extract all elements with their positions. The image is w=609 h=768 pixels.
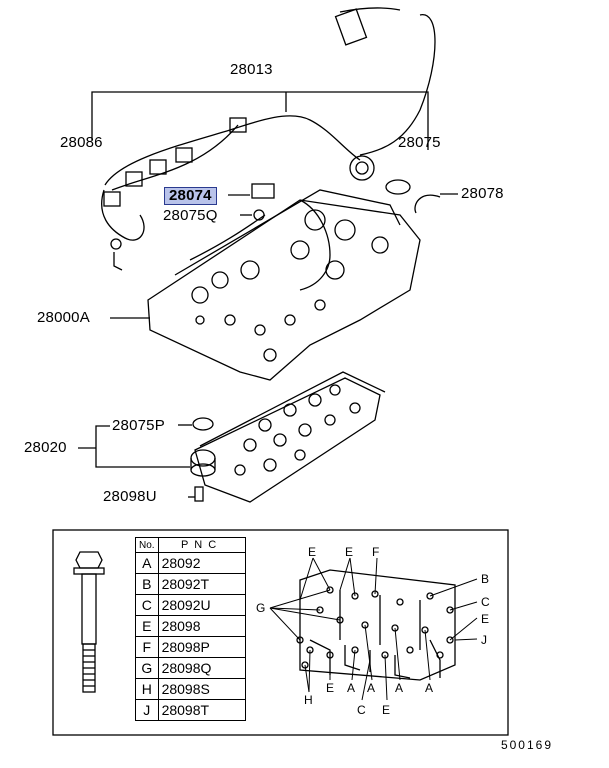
table-cell-no: C [135,594,159,616]
label-28086: 28086 [60,134,103,151]
ref-letter: E [308,545,317,559]
table-cell-pnc: 28098T [157,699,246,721]
ref-letter: H [304,693,313,707]
ref-letter: E [481,612,490,626]
ref-letter: E [326,681,335,695]
table-cell-no: J [135,699,159,721]
label-28074-highlighted[interactable]: 28074 [164,187,217,205]
filter-28075p [192,417,214,431]
table-cell-pnc: 28092T [157,573,246,595]
table-cell-no: B [135,573,159,595]
table-cell-pnc: 28098Q [157,657,246,679]
table-cell-pnc: 28098P [157,636,246,658]
valve-body-outline [147,199,421,381]
plate-28020 [194,377,381,503]
leader-28020 [95,425,110,468]
leader-28013 [91,91,429,150]
label-28013: 28013 [230,61,273,78]
bolt-table-frame [52,529,509,736]
diagram-code: 500169 [500,738,553,752]
table-cell-no: E [135,615,159,637]
wire-harness [359,14,436,156]
table-cell-pnc: 28098 [157,615,246,637]
table-cell-pnc: 28092U [157,594,246,616]
table-cell-no: F [135,636,159,658]
ref-letter: E [345,545,354,559]
ref-letter: F [372,545,380,559]
snap-ring-28078 [414,194,441,214]
ref-letter: C [357,703,366,717]
table-header-no: No. [135,537,159,553]
connector-top [334,8,368,46]
reference-leaders [269,557,478,701]
label-28075p: 28075P [112,417,165,434]
label-28098u: 28098U [103,488,157,505]
label-28020: 28020 [24,439,67,456]
ref-letter: A [425,681,434,695]
table-header-row: No. PNC [135,537,246,553]
bolt-drawing [73,551,105,693]
ref-letter: E [382,703,391,717]
harness-grommet [349,155,375,181]
ref-letter: B [481,572,490,586]
ref-letter: A [347,681,356,695]
table-cell-no: G [135,657,159,679]
table-header-pnc: PNC [157,537,246,553]
ref-letter: J [481,633,487,647]
label-28000a: 28000A [37,309,90,326]
table-cell-no: A [135,552,159,574]
bolt-location-plate [296,569,456,681]
bolt-28098u [194,486,204,502]
table-cell-no: H [135,678,159,700]
label-28078: 28078 [461,185,504,202]
o-ring-28075 [385,179,411,195]
label-28075: 28075 [398,134,441,151]
label-28075q: 28075Q [163,207,218,224]
ref-letter: A [367,681,376,695]
ref-letter: C [481,595,490,609]
ref-letter: A [395,681,404,695]
ref-letter: G [256,601,266,615]
table-cell-pnc: 28098S [157,678,246,700]
table-cell-pnc: 28092 [157,552,246,574]
